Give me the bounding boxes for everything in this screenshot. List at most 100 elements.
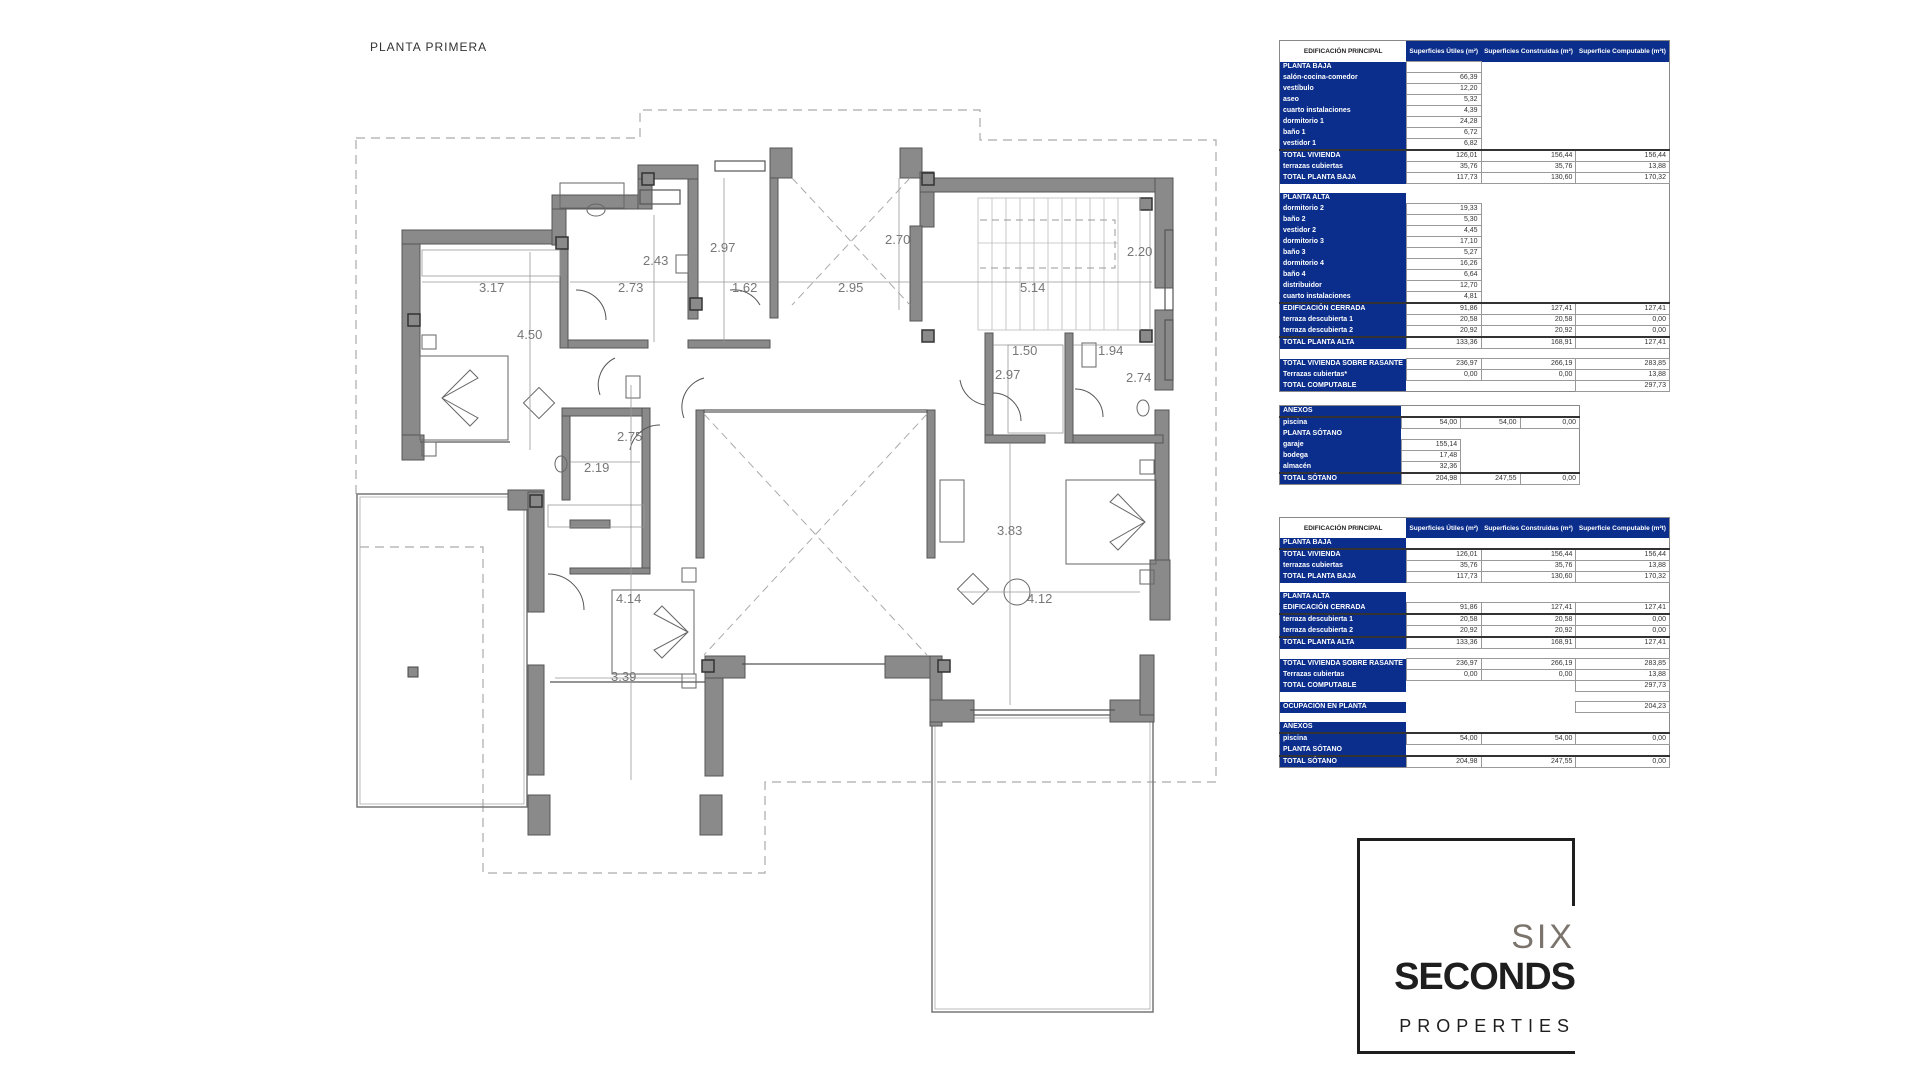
terrace-bottom: [931, 714, 1154, 1013]
logo-frame: [1572, 838, 1575, 906]
dim-label: 4.12: [1027, 591, 1052, 606]
bed-3: [1065, 479, 1157, 565]
col-header: Superficie Computable (m²t): [1575, 517, 1670, 538]
table-row: PLANTA ALTA: [1279, 592, 1670, 603]
table-header: EDIFICACIÓN PRINCIPAL Superficies Útiles…: [1279, 40, 1670, 62]
dim-label: 1.50: [1012, 343, 1037, 358]
logo-frame: [1357, 838, 1360, 1054]
bed-1: [419, 355, 509, 441]
table-row: ANEXOS: [1279, 405, 1580, 417]
dim-label: 2.43: [643, 253, 668, 268]
dim-label: 2.70: [885, 232, 910, 247]
terrace-left: [356, 493, 528, 808]
area-table-main: EDIFICACIÓN PRINCIPAL Superficies Útiles…: [1279, 40, 1670, 392]
dim-label: 2.74: [1126, 370, 1151, 385]
ground-floor-outline: [355, 109, 1217, 874]
dim-label: 2.75: [617, 429, 642, 444]
dim-label: 2.20: [1127, 244, 1152, 259]
col-header: Superficies Útiles (m²): [1406, 517, 1482, 538]
dim-label: 2.19: [584, 460, 609, 475]
dim-label: 1.62: [732, 280, 757, 295]
col-header: Superficie Computable (m²t): [1575, 40, 1670, 62]
col-header: Superficies Útiles (m²): [1406, 40, 1482, 62]
table-row: PLANTA BAJA: [1279, 61, 1670, 73]
table-header: EDIFICACIÓN PRINCIPAL Superficies Útiles…: [1279, 517, 1670, 538]
col-header: EDIFICACIÓN PRINCIPAL: [1279, 40, 1407, 62]
dim-label: 5.14: [1020, 280, 1045, 295]
col-header: Superficies Construidas (m²): [1481, 40, 1576, 62]
table-row: PLANTA ALTA: [1279, 193, 1670, 204]
logo-properties: PROPERTIES: [1399, 1016, 1575, 1036]
dimension-labels: 3.17 2.73 2.43 2.97 1.62 2.95 2.70 2.20 …: [479, 232, 1152, 684]
dim-label: 1.94: [1098, 343, 1123, 358]
dim-label: 4.14: [616, 591, 641, 606]
dim-label: 3.17: [479, 280, 504, 295]
col-header: EDIFICACIÓN PRINCIPAL: [1279, 517, 1407, 538]
dim-label: 3.39: [611, 669, 636, 684]
dim-label: 4.50: [517, 327, 542, 342]
six-seconds-logo: SIX SECONDS PROPERTIES: [1357, 838, 1576, 1054]
terrace-pillar: [407, 666, 419, 678]
dim-label: 2.97: [995, 367, 1020, 382]
table-row: PLANTA SÓTANO: [1279, 428, 1580, 440]
logo-frame: [1357, 838, 1575, 841]
bed-2: [611, 589, 695, 675]
logo-frame: [1357, 1051, 1575, 1054]
dim-label: 2.97: [710, 240, 735, 255]
dim-label: 2.95: [838, 280, 863, 295]
logo-seconds: SECONDS: [1394, 956, 1576, 998]
table-row: PLANTA SÓTANO: [1279, 744, 1670, 756]
table-row: PLANTA BAJA: [1279, 538, 1670, 549]
area-table-summary: EDIFICACIÓN PRINCIPAL Superficies Útiles…: [1279, 517, 1670, 768]
plan-title: PLANTA PRIMERA: [370, 40, 488, 54]
dim-label: 3.83: [997, 523, 1022, 538]
table-row: ANEXOS: [1279, 722, 1670, 733]
